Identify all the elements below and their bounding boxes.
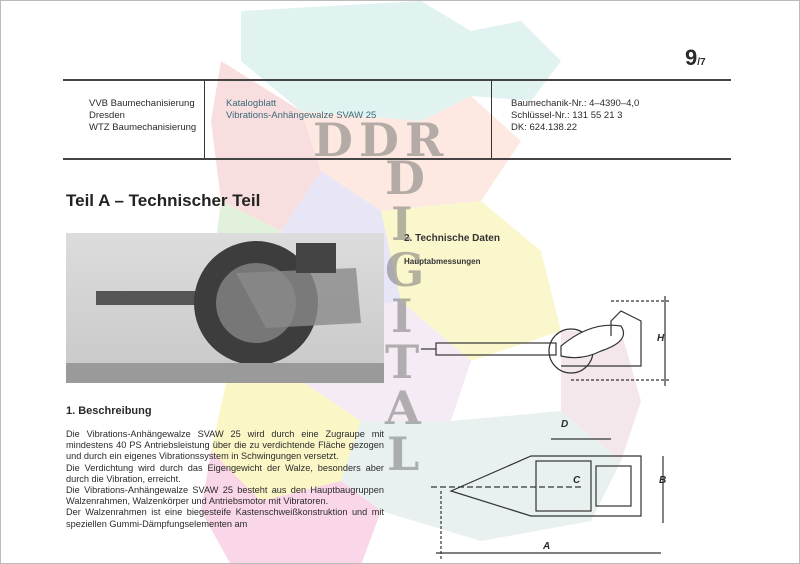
header-line: Schlüssel-Nr.: 131 55 21 3	[511, 110, 623, 121]
dimension-label-a: A	[543, 541, 551, 552]
section-1-heading: 1. Beschreibung	[66, 405, 152, 417]
watermark-letter: T	[385, 335, 420, 389]
paragraph: Die Vibrations-Anhängewalze SVAW 25 wird…	[66, 429, 384, 462]
dimension-label-h: H	[657, 333, 665, 344]
watermark-letter: D	[359, 113, 399, 167]
page-number-main: 9	[685, 45, 698, 70]
header-publisher: VVB Baumechanisierung Dresden WTZ Baumec…	[89, 98, 196, 134]
roller-photo	[66, 233, 384, 383]
header-line: Baumechanik-Nr.: 4–4390–4,0	[511, 98, 640, 109]
watermark-letter: D	[313, 113, 353, 167]
dimension-label-b: B	[659, 475, 667, 486]
header-line: Dresden	[89, 110, 125, 121]
section-1-body: Die Vibrations-Anhängewalze SVAW 25 wird…	[66, 429, 384, 530]
header-divider	[204, 80, 205, 158]
dimension-label-c: C	[573, 475, 581, 486]
header-numbers: Baumechanik-Nr.: 4–4390–4,0 Schlüssel-Nr…	[511, 98, 639, 134]
page-title: Teil A – Technischer Teil	[66, 191, 261, 210]
paragraph: Die Vibrations-Anhängewalze SVAW 25 best…	[66, 485, 384, 507]
header-line: VVB Baumechanisierung	[89, 98, 195, 109]
header-catalog: Katalogblatt Vibrations-Anhängewalze SVA…	[226, 98, 376, 122]
header-line: Katalogblatt	[226, 98, 277, 109]
paragraph: Der Walzenrahmen ist eine biegesteife Ka…	[66, 507, 384, 529]
watermark-letter: L	[387, 427, 420, 481]
page-number-suffix: /7	[697, 57, 706, 68]
watermark-letter: G	[385, 243, 425, 297]
paragraph: Die Verdichtung wird durch das Eigengewi…	[66, 462, 384, 484]
header-line: WTZ Baumechanisierung	[89, 122, 197, 133]
section-2-heading: 2. Technische Daten	[404, 233, 500, 244]
section-2-subheading: Hauptabmessungen	[404, 257, 481, 266]
header-bottom-rule	[63, 158, 731, 160]
header-line: Vibrations-Anhängewalze SVAW 25	[226, 110, 377, 121]
header-top-rule	[63, 79, 731, 81]
roller-photo-image	[66, 241, 384, 383]
header-divider	[491, 80, 492, 158]
dimension-drawing	[421, 296, 671, 561]
watermark-letter: I	[391, 197, 413, 251]
page-number: 9/7	[685, 45, 706, 71]
watermark-letter: D	[385, 151, 425, 205]
watermark-letter: R	[405, 113, 444, 167]
header-line: DK: 624.138.22	[511, 122, 578, 133]
watermark-letter: A	[385, 381, 421, 435]
watermark-letter: I	[391, 289, 413, 343]
dimension-label-d: D	[561, 419, 569, 430]
